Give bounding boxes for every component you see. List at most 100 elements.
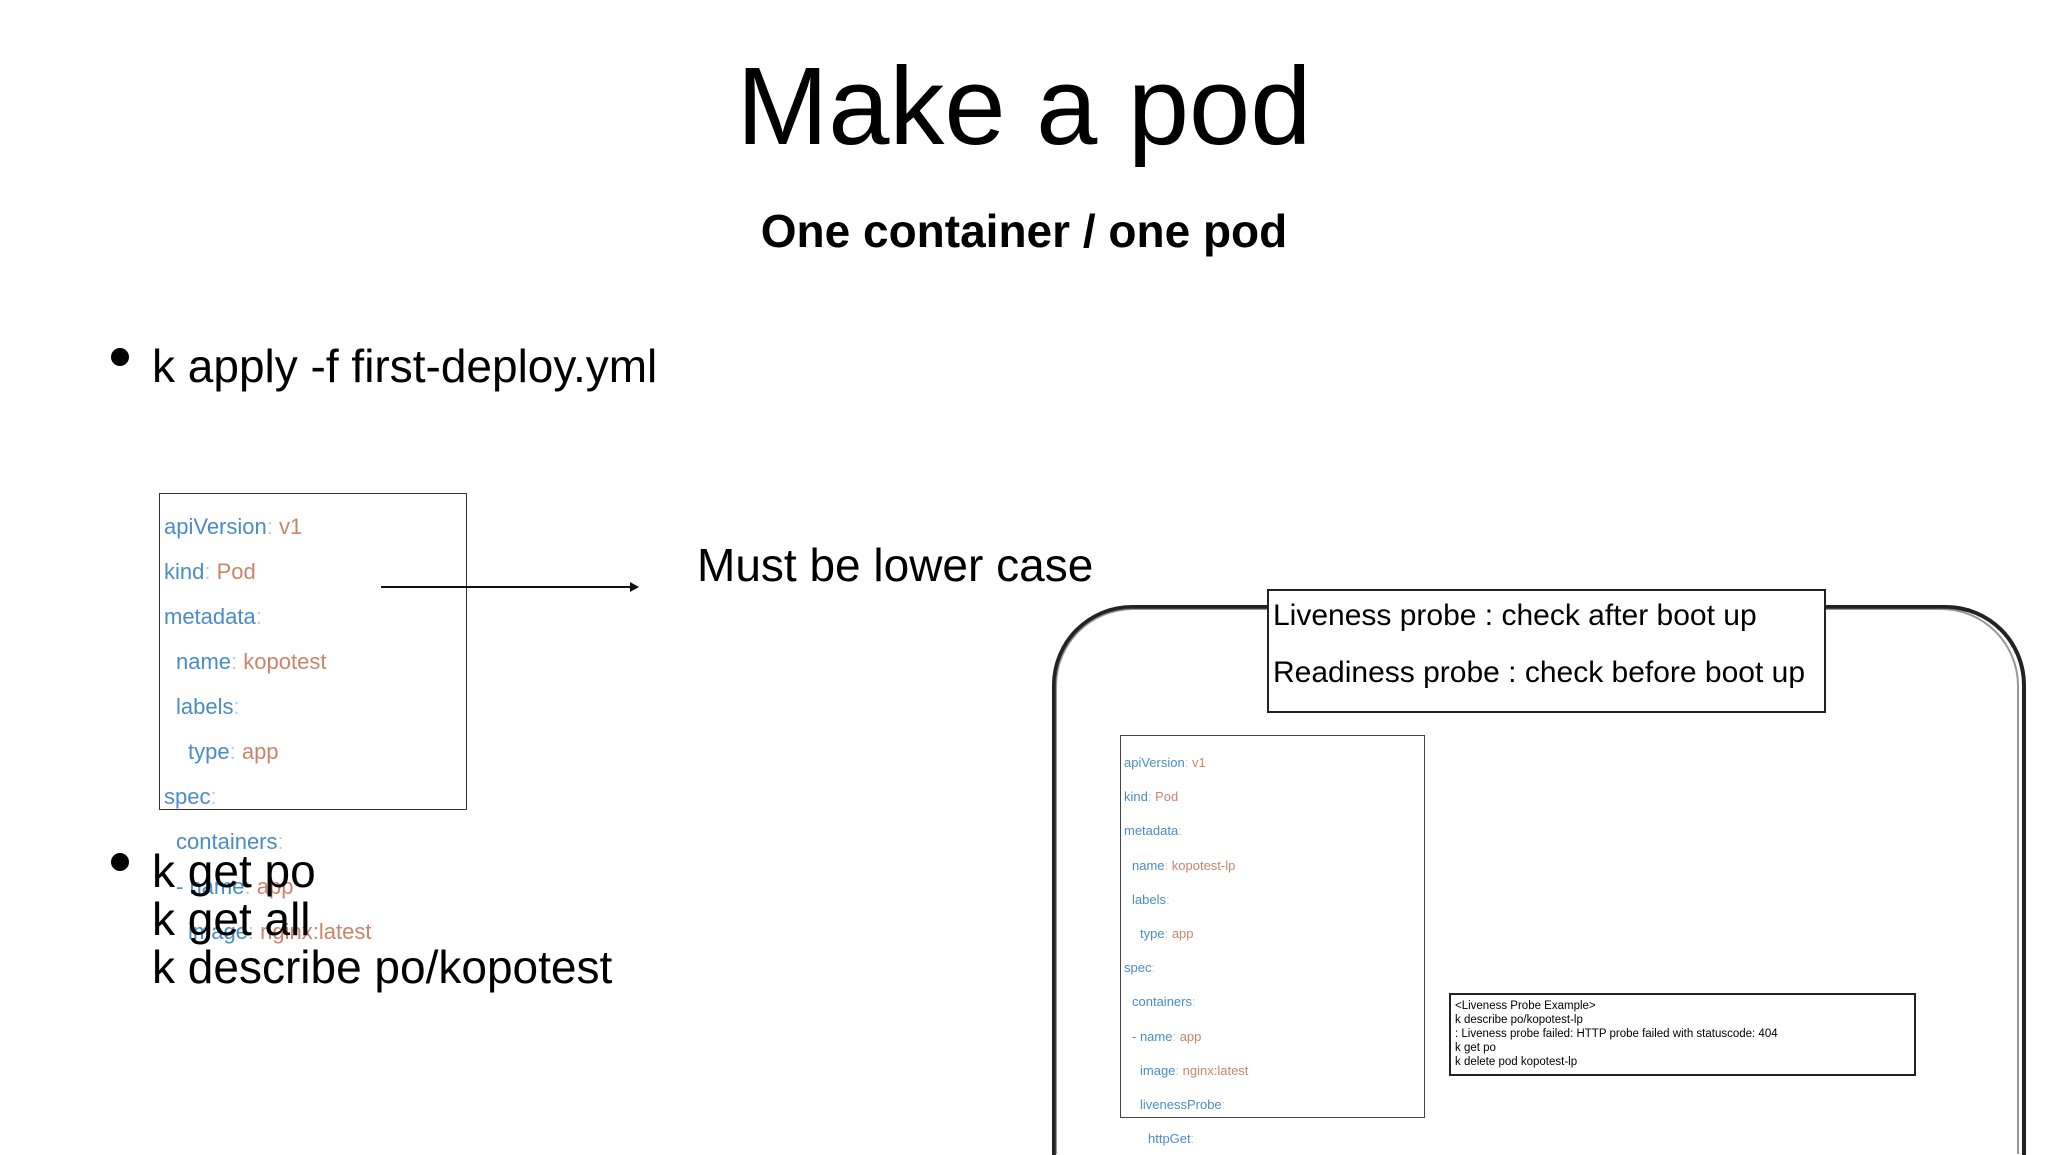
readiness-probe-text: Readiness probe : check before boot up	[1273, 656, 1806, 689]
yaml-value: kopotest-lp	[1171, 857, 1236, 873]
example-line: k get po	[1455, 1042, 1496, 1054]
yaml-line: labels:	[176, 696, 240, 718]
yaml-line: livenessProbe:	[1140, 1098, 1225, 1111]
yaml-value: app	[241, 739, 279, 764]
yaml-colon: :	[1151, 960, 1156, 976]
yaml-colon: :	[247, 919, 261, 944]
pod-yaml-box: apiVersion: v1 kind: Pod metadata: name: k…	[159, 493, 467, 943]
yaml-key: containers	[176, 829, 278, 854]
yaml-colon: :	[210, 784, 217, 809]
yaml-colon: :	[233, 694, 240, 719]
example-line: k delete pod kopotest-lp	[1455, 1056, 1578, 1068]
yaml-key: spec	[164, 784, 211, 809]
slide-subtitle: One container / one pod	[760, 205, 1288, 257]
yaml-line: - name: app	[176, 876, 293, 898]
yaml-value: app	[256, 874, 294, 899]
yaml-key: type	[188, 739, 230, 764]
yaml-value: v1	[278, 514, 303, 539]
yaml-colon: :	[1190, 1131, 1195, 1147]
yaml-key: - name	[1132, 1028, 1173, 1044]
yaml-key: containers	[1132, 994, 1192, 1010]
yaml-colon: :	[229, 739, 242, 764]
yaml-key: labels	[176, 694, 234, 719]
yaml-line: apiVersion: v1	[164, 516, 302, 538]
bullet-dot-1	[111, 348, 129, 366]
probe-pod-yaml-box: apiVersion: v1 kind: Pod metadata: name: k…	[1120, 735, 1425, 1145]
yaml-colon: :	[244, 874, 257, 899]
yaml-key: image	[188, 919, 248, 944]
yaml-key: kind	[164, 559, 205, 584]
yaml-colon: :	[255, 604, 262, 629]
yaml-value: Pod	[216, 559, 256, 584]
yaml-line: metadata:	[164, 606, 262, 628]
yaml-value: v1	[1191, 755, 1206, 770]
slide-title: Make a pod	[736, 45, 1312, 168]
yaml-line: kind: Pod	[1124, 790, 1178, 803]
yaml-line: httpGet:	[1148, 1132, 1194, 1145]
bullet-dot-2	[111, 853, 129, 871]
yaml-colon: :	[1164, 857, 1172, 873]
yaml-colon: :	[204, 559, 217, 584]
yaml-key: - name	[176, 874, 245, 899]
yaml-colon: :	[1191, 994, 1196, 1010]
yaml-value: kopotest	[243, 649, 327, 674]
example-line: : Liveness probe failed: HTTP probe fail…	[1455, 1028, 1778, 1040]
arrow-connector	[381, 582, 639, 592]
yaml-line: - name: app	[1132, 1030, 1201, 1043]
bullet-get-commands: k get po k get all k describe po/kopotes…	[152, 847, 612, 991]
command-get-all: k get all	[152, 893, 311, 945]
yaml-colon: :	[1147, 789, 1156, 805]
yaml-line: name: kopotest-lp	[1132, 859, 1235, 872]
yaml-key: apiVersion	[1124, 755, 1185, 770]
yaml-value: nginx:latest	[260, 919, 372, 944]
yaml-line: spec:	[1124, 961, 1155, 974]
yaml-colon: :	[231, 649, 244, 674]
yaml-colon: :	[1164, 926, 1172, 941]
yaml-colon: :	[1184, 755, 1192, 770]
yaml-colon: :	[266, 514, 279, 539]
command-get-po: k get po	[152, 845, 316, 897]
example-line: <Liveness Probe Example>	[1455, 1000, 1596, 1012]
yaml-value: nginx:latest	[1182, 1062, 1249, 1078]
lowercase-annotation: Must be lower case	[697, 539, 1094, 591]
yaml-key: type	[1140, 926, 1165, 941]
example-line: k describe po/kopotest-lp	[1455, 1014, 1583, 1026]
yaml-line: name: kopotest	[176, 651, 326, 673]
yaml-line: kind: Pod	[164, 561, 256, 583]
yaml-key: metadata	[164, 604, 256, 629]
yaml-line: containers:	[176, 831, 284, 853]
yaml-line: metadata:	[1124, 824, 1182, 837]
yaml-key: labels	[1132, 891, 1166, 907]
liveness-probe-text: Liveness probe : check after boot up	[1273, 599, 1757, 632]
yaml-colon: :	[1178, 823, 1182, 839]
yaml-line: spec:	[164, 786, 217, 808]
yaml-key: apiVersion	[164, 514, 267, 539]
yaml-line: image: nginx:latest	[1140, 1064, 1248, 1077]
yaml-colon: :	[1175, 1062, 1183, 1078]
yaml-key: httpGet	[1148, 1131, 1191, 1147]
yaml-value: app	[1171, 926, 1194, 941]
yaml-line: labels:	[1132, 893, 1170, 906]
command-describe: k describe po/kopotest	[152, 941, 613, 993]
yaml-key: name	[176, 649, 232, 674]
yaml-line: type: app	[1140, 927, 1194, 940]
yaml-line: type: app	[188, 741, 279, 763]
yaml-colon: :	[277, 829, 284, 854]
yaml-key: image	[1140, 1062, 1176, 1078]
bullet-apply-command: k apply -f first-deploy.yml	[152, 340, 658, 392]
yaml-key: name	[1132, 857, 1165, 873]
liveness-example-box: <Liveness Probe Example> k describe po/k…	[1449, 993, 1916, 1076]
yaml-line: apiVersion: v1	[1124, 756, 1206, 769]
yaml-line: image: nginx:latest	[188, 921, 371, 943]
yaml-value: Pod	[1155, 789, 1179, 805]
probe-description-box: Liveness probe : check after boot up Rea…	[1267, 589, 1826, 713]
yaml-value: app	[1179, 1028, 1202, 1044]
yaml-colon: :	[1172, 1028, 1180, 1044]
yaml-line: containers:	[1132, 995, 1196, 1008]
yaml-colon: :	[1165, 891, 1170, 907]
yaml-key: spec	[1124, 960, 1152, 976]
yaml-key: kind	[1124, 789, 1148, 805]
yaml-key: livenessProbe	[1140, 1097, 1222, 1112]
yaml-colon: :	[1221, 1097, 1226, 1112]
yaml-key: metadata	[1124, 823, 1179, 839]
